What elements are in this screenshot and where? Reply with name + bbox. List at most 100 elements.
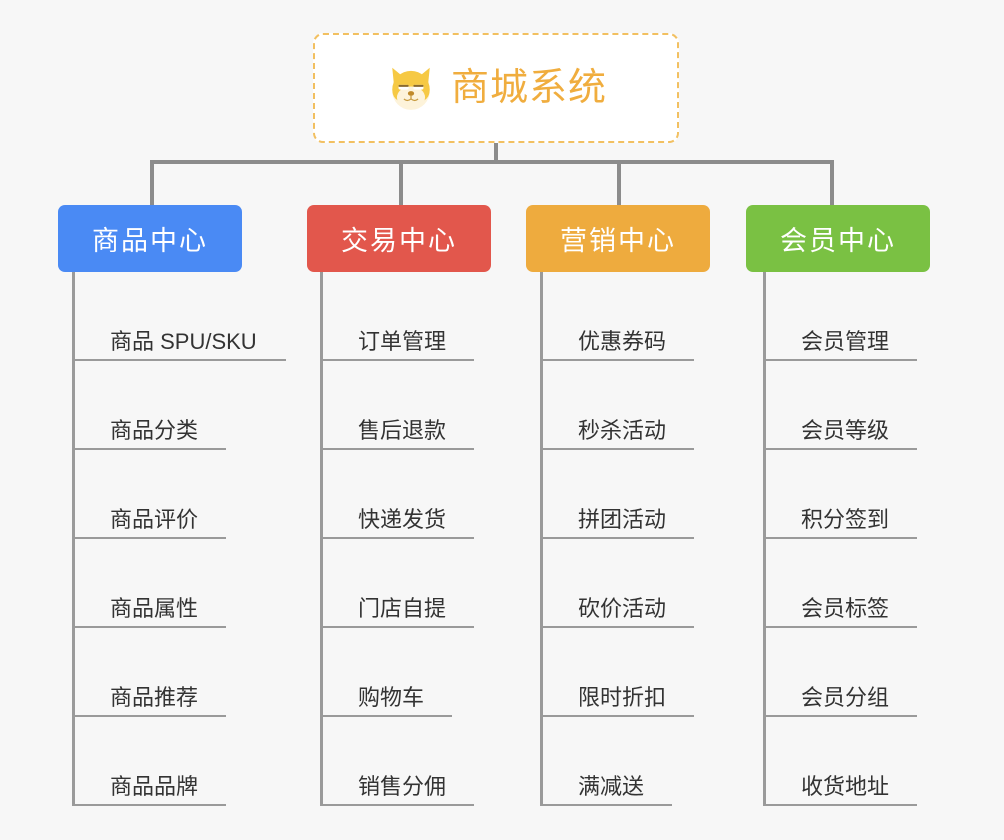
category-header-4[interactable]: 会员中心 (746, 205, 930, 272)
leaf-item-underline (74, 804, 226, 806)
leaf-item-label: 限时折扣 (578, 684, 667, 710)
leaf-list-2: 订单管理售后退款快递发货门店自提购物车销售分佣 (320, 272, 491, 806)
leaf-item-underline (765, 626, 917, 628)
leaf-item[interactable]: 商品 SPU/SKU (74, 272, 286, 361)
leaf-item[interactable]: 限时折扣 (542, 628, 710, 717)
leaf-item-underline (542, 626, 694, 628)
leaf-item-underline (322, 537, 474, 539)
leaf-item[interactable]: 订单管理 (322, 272, 491, 361)
leaf-item-underline (74, 448, 226, 450)
leaf-item[interactable]: 优惠券码 (542, 272, 710, 361)
leaf-item-underline (542, 537, 694, 539)
leaf-item-label: 商品品牌 (110, 773, 199, 799)
leaf-item-underline (765, 448, 917, 450)
leaf-item-label: 会员管理 (801, 328, 890, 354)
column-rail (320, 272, 323, 806)
leaf-item-underline (322, 804, 474, 806)
leaf-item[interactable]: 积分签到 (765, 450, 930, 539)
leaf-item-label: 快递发货 (358, 506, 447, 532)
connector-drop-1 (150, 160, 154, 208)
leaf-item-label: 优惠券码 (578, 328, 667, 354)
leaf-item-label: 会员等级 (801, 417, 890, 443)
connector-drop-3 (617, 160, 621, 208)
leaf-item[interactable]: 商品评价 (74, 450, 257, 539)
leaf-item-underline (322, 626, 474, 628)
connector-horizontal-bus (150, 160, 834, 164)
column-rail (540, 272, 543, 806)
leaf-item[interactable]: 售后退款 (322, 361, 491, 450)
leaf-item[interactable]: 销售分佣 (322, 717, 491, 806)
leaf-item[interactable]: 门店自提 (322, 539, 491, 628)
leaf-item-underline (765, 804, 917, 806)
leaf-item-label: 订单管理 (358, 328, 447, 354)
leaf-item-label: 收货地址 (801, 773, 890, 799)
leaf-item-underline (765, 537, 917, 539)
leaf-item[interactable]: 购物车 (322, 628, 491, 717)
category-header-label: 商品中心 (92, 226, 208, 256)
category-header-label: 营销中心 (560, 226, 676, 256)
leaf-item[interactable]: 收货地址 (765, 717, 930, 806)
leaf-item-label: 销售分佣 (358, 773, 447, 799)
leaf-item[interactable]: 商品属性 (74, 539, 257, 628)
leaf-item-label: 商品 SPU/SKU (110, 328, 257, 354)
leaf-item[interactable]: 会员等级 (765, 361, 930, 450)
leaf-item-label: 商品推荐 (110, 684, 199, 710)
root-title: 商城系统 (450, 67, 607, 109)
leaf-item-underline (542, 804, 672, 806)
leaf-item-underline (74, 537, 226, 539)
leaf-item-label: 商品分类 (110, 417, 199, 443)
leaf-item-label: 拼团活动 (578, 506, 667, 532)
category-column-2: 交易中心订单管理售后退款快递发货门店自提购物车销售分佣 (307, 205, 491, 806)
category-header-label: 会员中心 (780, 226, 896, 256)
category-header-label: 交易中心 (341, 226, 457, 256)
shiba-dog-icon (385, 63, 437, 113)
leaf-item-label: 商品属性 (110, 595, 199, 621)
leaf-item-underline (74, 715, 226, 717)
leaf-item[interactable]: 秒杀活动 (542, 361, 710, 450)
root-node-mall-system[interactable]: 商城系统 (313, 33, 679, 143)
leaf-item-underline (74, 626, 226, 628)
leaf-item-underline (765, 359, 917, 361)
leaf-item-label: 售后退款 (358, 417, 447, 443)
leaf-list-3: 优惠券码秒杀活动拼团活动砍价活动限时折扣满减送 (540, 272, 710, 806)
column-rail (72, 272, 75, 806)
leaf-item-underline (322, 715, 452, 717)
leaf-item[interactable]: 快递发货 (322, 450, 491, 539)
leaf-item[interactable]: 商品品牌 (74, 717, 257, 806)
leaf-item[interactable]: 会员标签 (765, 539, 930, 628)
leaf-item-underline (322, 359, 474, 361)
category-column-1: 商品中心商品 SPU/SKU 商品分类商品评价商品属性商品推荐商品品牌 (58, 205, 286, 806)
leaf-item-underline (74, 359, 286, 361)
leaf-item[interactable]: 会员分组 (765, 628, 930, 717)
leaf-item[interactable]: 商品分类 (74, 361, 257, 450)
category-column-3: 营销中心优惠券码秒杀活动拼团活动砍价活动限时折扣满减送 (526, 205, 710, 806)
leaf-item-label: 购物车 (358, 684, 425, 710)
leaf-item[interactable]: 会员管理 (765, 272, 930, 361)
leaf-item-underline (542, 448, 694, 450)
leaf-item-label: 积分签到 (801, 506, 890, 532)
category-header-3[interactable]: 营销中心 (526, 205, 710, 272)
leaf-item-label: 会员标签 (801, 595, 890, 621)
leaf-item-label: 砍价活动 (578, 595, 667, 621)
category-header-1[interactable]: 商品中心 (58, 205, 242, 272)
connector-drop-4 (830, 160, 834, 208)
leaf-item-label: 秒杀活动 (578, 417, 667, 443)
leaf-item-underline (765, 715, 917, 717)
leaf-item-label: 会员分组 (801, 684, 890, 710)
leaf-item[interactable]: 商品推荐 (74, 628, 257, 717)
column-rail (763, 272, 766, 806)
category-column-4: 会员中心会员管理会员等级积分签到会员标签会员分组收货地址 (746, 205, 930, 806)
leaf-list-4: 会员管理会员等级积分签到会员标签会员分组收货地址 (763, 272, 930, 806)
leaf-item-label: 商品评价 (110, 506, 199, 532)
leaf-item[interactable]: 砍价活动 (542, 539, 710, 628)
leaf-item[interactable]: 拼团活动 (542, 450, 710, 539)
leaf-item[interactable]: 满减送 (542, 717, 710, 806)
category-header-2[interactable]: 交易中心 (307, 205, 491, 272)
leaf-list-1: 商品 SPU/SKU 商品分类商品评价商品属性商品推荐商品品牌 (72, 272, 286, 806)
leaf-item-label: 满减送 (578, 773, 645, 799)
connector-drop-2 (399, 160, 403, 208)
leaf-item-underline (322, 448, 474, 450)
connector-root-stem (494, 143, 498, 163)
leaf-item-underline (542, 715, 694, 717)
